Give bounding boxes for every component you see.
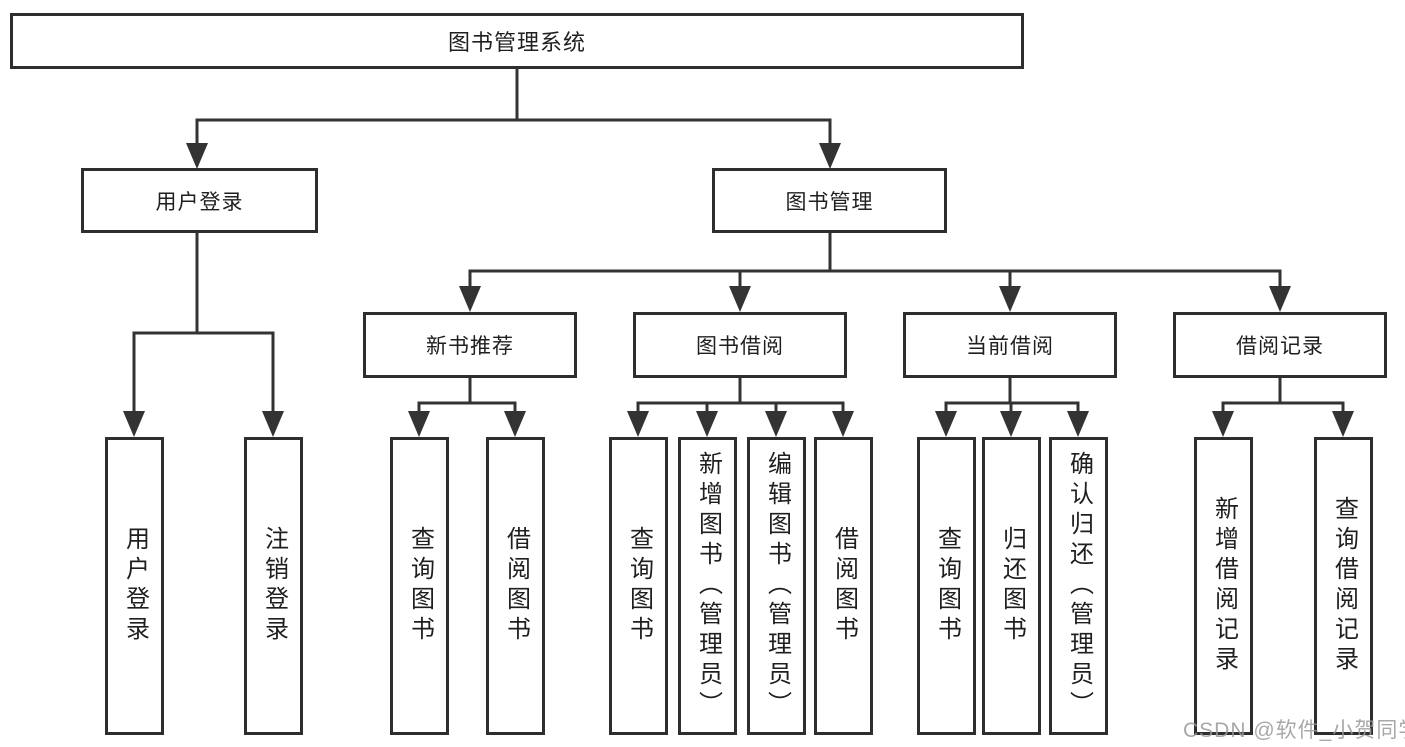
arrowhead-icon xyxy=(696,411,718,437)
arrowhead-icon xyxy=(999,286,1021,312)
node-label: 新增图书（管理员） xyxy=(694,451,722,721)
node-label: 借阅图书 xyxy=(502,526,530,646)
node-label: 编辑图书（管理员） xyxy=(763,451,791,721)
leaf-query-books-recommend: 查询图书 xyxy=(390,437,449,735)
arrowhead-icon xyxy=(729,286,751,312)
leaf-add-books-admin: 新增图书（管理员） xyxy=(678,437,737,735)
leaf-confirm-return-admin: 确认归还（管理员） xyxy=(1049,437,1108,735)
leaf-query-borrow-record: 查询借阅记录 xyxy=(1314,437,1373,735)
node-label: 用户登录 xyxy=(155,190,244,214)
arrowhead-icon xyxy=(504,411,526,437)
leaf-edit-books-admin: 编辑图书（管理员） xyxy=(747,437,806,735)
node-label: 查询借阅记录 xyxy=(1330,496,1358,676)
arrowhead-icon xyxy=(1067,411,1089,437)
node-library-management-system: 图书管理系统 xyxy=(10,13,1024,69)
watermark: CSDN @软件_小贺同学 xyxy=(1183,719,1405,742)
node-new-book-recommendation: 新书推荐 xyxy=(363,312,577,378)
node-book-borrowing: 图书借阅 xyxy=(633,312,847,378)
node-label: 借阅记录 xyxy=(1236,335,1324,358)
node-label: 图书借阅 xyxy=(696,335,784,358)
edge-userlogin-subtree xyxy=(132,233,275,414)
leaf-borrow-books-recommend: 借阅图书 xyxy=(486,437,545,735)
arrowhead-icon xyxy=(123,411,145,437)
node-label: 新书推荐 xyxy=(426,335,514,358)
node-book-management: 图书管理 xyxy=(712,168,947,233)
arrowhead-icons xyxy=(123,143,1354,437)
arrowhead-icon xyxy=(935,411,957,437)
arrowhead-icon xyxy=(765,411,787,437)
node-borrowing-records: 借阅记录 xyxy=(1173,312,1387,378)
leaf-user-login: 用户登录 xyxy=(105,437,164,735)
node-label: 查询图书 xyxy=(625,526,653,646)
tree-edges xyxy=(132,69,1345,414)
node-label: 图书管理 xyxy=(785,190,874,214)
node-label: 新增借阅记录 xyxy=(1210,496,1238,676)
node-label: 当前借阅 xyxy=(966,335,1054,358)
arrowhead-icon xyxy=(1000,411,1022,437)
arrowhead-icon xyxy=(408,411,430,437)
edge-level3-subtrees xyxy=(417,378,1345,414)
node-current-borrowing: 当前借阅 xyxy=(903,312,1117,378)
node-label: 查询图书 xyxy=(933,526,961,646)
leaf-query-books-current: 查询图书 xyxy=(917,437,976,735)
leaf-query-books-borrowing: 查询图书 xyxy=(609,437,668,735)
arrowhead-icon xyxy=(1212,411,1234,437)
arrowhead-icon xyxy=(1332,411,1354,437)
node-user-login: 用户登录 xyxy=(81,168,318,233)
arrowhead-icon xyxy=(819,143,841,169)
node-label: 图书管理系统 xyxy=(447,30,586,55)
arrowhead-icon xyxy=(627,411,649,437)
node-label: 借阅图书 xyxy=(830,526,858,646)
arrowhead-icon xyxy=(262,411,284,437)
leaf-return-books: 归还图书 xyxy=(982,437,1041,735)
leaf-borrow-books: 借阅图书 xyxy=(814,437,873,735)
arrowhead-icon xyxy=(186,143,208,169)
node-label: 归还图书 xyxy=(998,526,1026,646)
arrowhead-icon xyxy=(832,411,854,437)
node-label: 查询图书 xyxy=(406,526,434,646)
arrowhead-icon xyxy=(1269,286,1291,312)
node-label: 注销登录 xyxy=(260,526,288,646)
edge-bookmgmt-to-level3 xyxy=(468,233,1282,289)
leaf-logout: 注销登录 xyxy=(244,437,303,735)
edge-root-to-level2 xyxy=(195,69,832,147)
leaf-add-borrow-record: 新增借阅记录 xyxy=(1194,437,1253,735)
arrowhead-icon xyxy=(459,286,481,312)
node-label: 用户登录 xyxy=(121,526,149,646)
node-label: 确认归还（管理员） xyxy=(1065,451,1093,721)
